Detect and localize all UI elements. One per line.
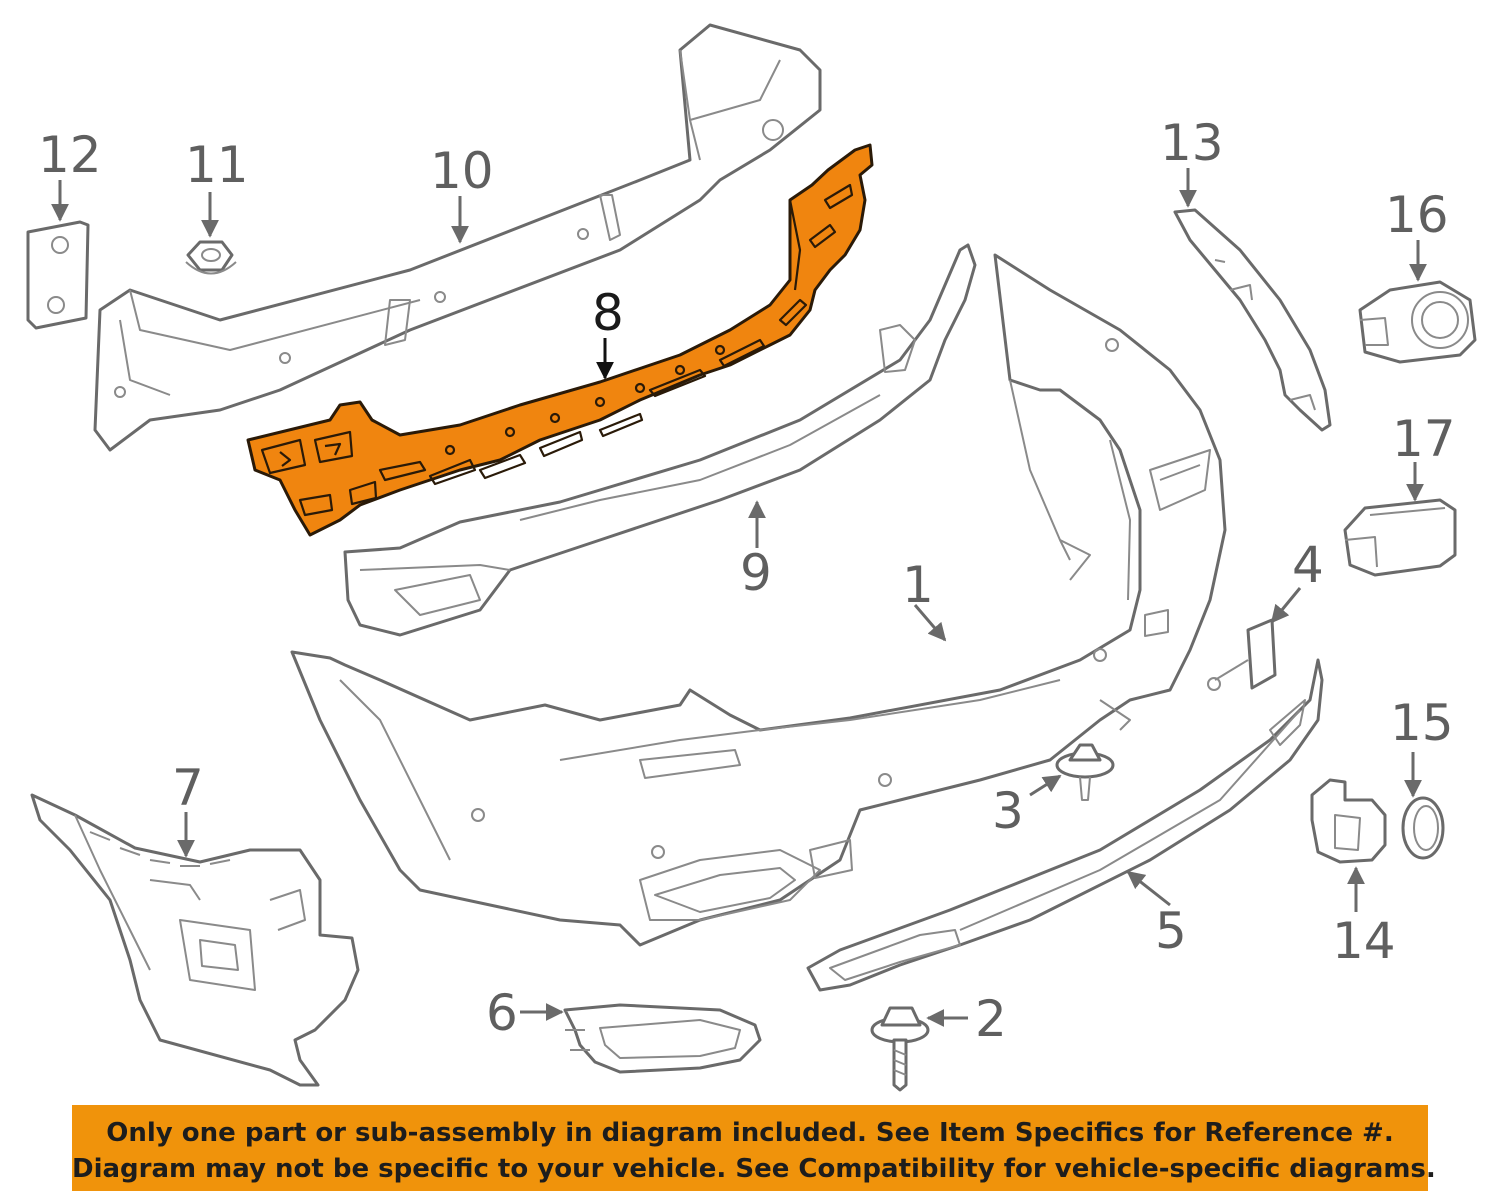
callout-11: 11 [185, 136, 249, 194]
part-13-trim-strip [1173, 168, 1332, 432]
callout-16: 16 [1385, 186, 1449, 244]
notice-line-2: Diagram may not be specific to your vehi… [72, 1154, 1436, 1184]
callout-14: 14 [1332, 912, 1396, 970]
callout-10: 10 [430, 142, 494, 200]
part-16-sensor [1358, 240, 1477, 364]
part-15-sensor-ring [1401, 752, 1445, 860]
part-3-push-rivet [1029, 743, 1115, 801]
part-1-bumper-cover [290, 253, 1227, 947]
notice-banner: Only one part or sub-assembly in diagram… [72, 1105, 1436, 1191]
callout-13: 13 [1160, 114, 1224, 172]
callout-3: 3 [992, 782, 1024, 840]
callout-5: 5 [1155, 902, 1187, 960]
notice-line-1: Only one part or sub-assembly in diagram… [106, 1118, 1394, 1148]
part-11-nut [185, 192, 237, 275]
part-17-sensor-holder [1343, 462, 1457, 577]
part-5-lower-trim [806, 658, 1324, 992]
part-4-tow-hook-cap [1207, 587, 1302, 691]
callout-8: 8 [592, 284, 624, 342]
part-12-bracket [26, 180, 90, 330]
part-7-side-bracket [30, 793, 360, 1087]
callout-9: 9 [740, 544, 772, 602]
callout-1: 1 [902, 556, 934, 614]
callout-17: 17 [1392, 410, 1456, 468]
callout-7: 7 [172, 759, 204, 817]
part-2-screw [870, 1006, 968, 1092]
part-10-reinforcement [93, 23, 822, 452]
callout-12: 12 [38, 126, 102, 184]
callout-2: 2 [975, 990, 1007, 1048]
part-14-sensor [1310, 778, 1387, 912]
bumper-parts-diagram: 12 11 10 8 13 16 17 9 1 4 15 7 3 5 14 6 … [26, 23, 1477, 1092]
callout-4: 4 [1292, 536, 1324, 594]
callout-15: 15 [1390, 694, 1454, 752]
part-9-absorber [343, 243, 977, 637]
part-8-highlighted-bracket [246, 143, 874, 537]
callout-6: 6 [486, 984, 518, 1042]
part-6-trim-insert [520, 1003, 762, 1074]
